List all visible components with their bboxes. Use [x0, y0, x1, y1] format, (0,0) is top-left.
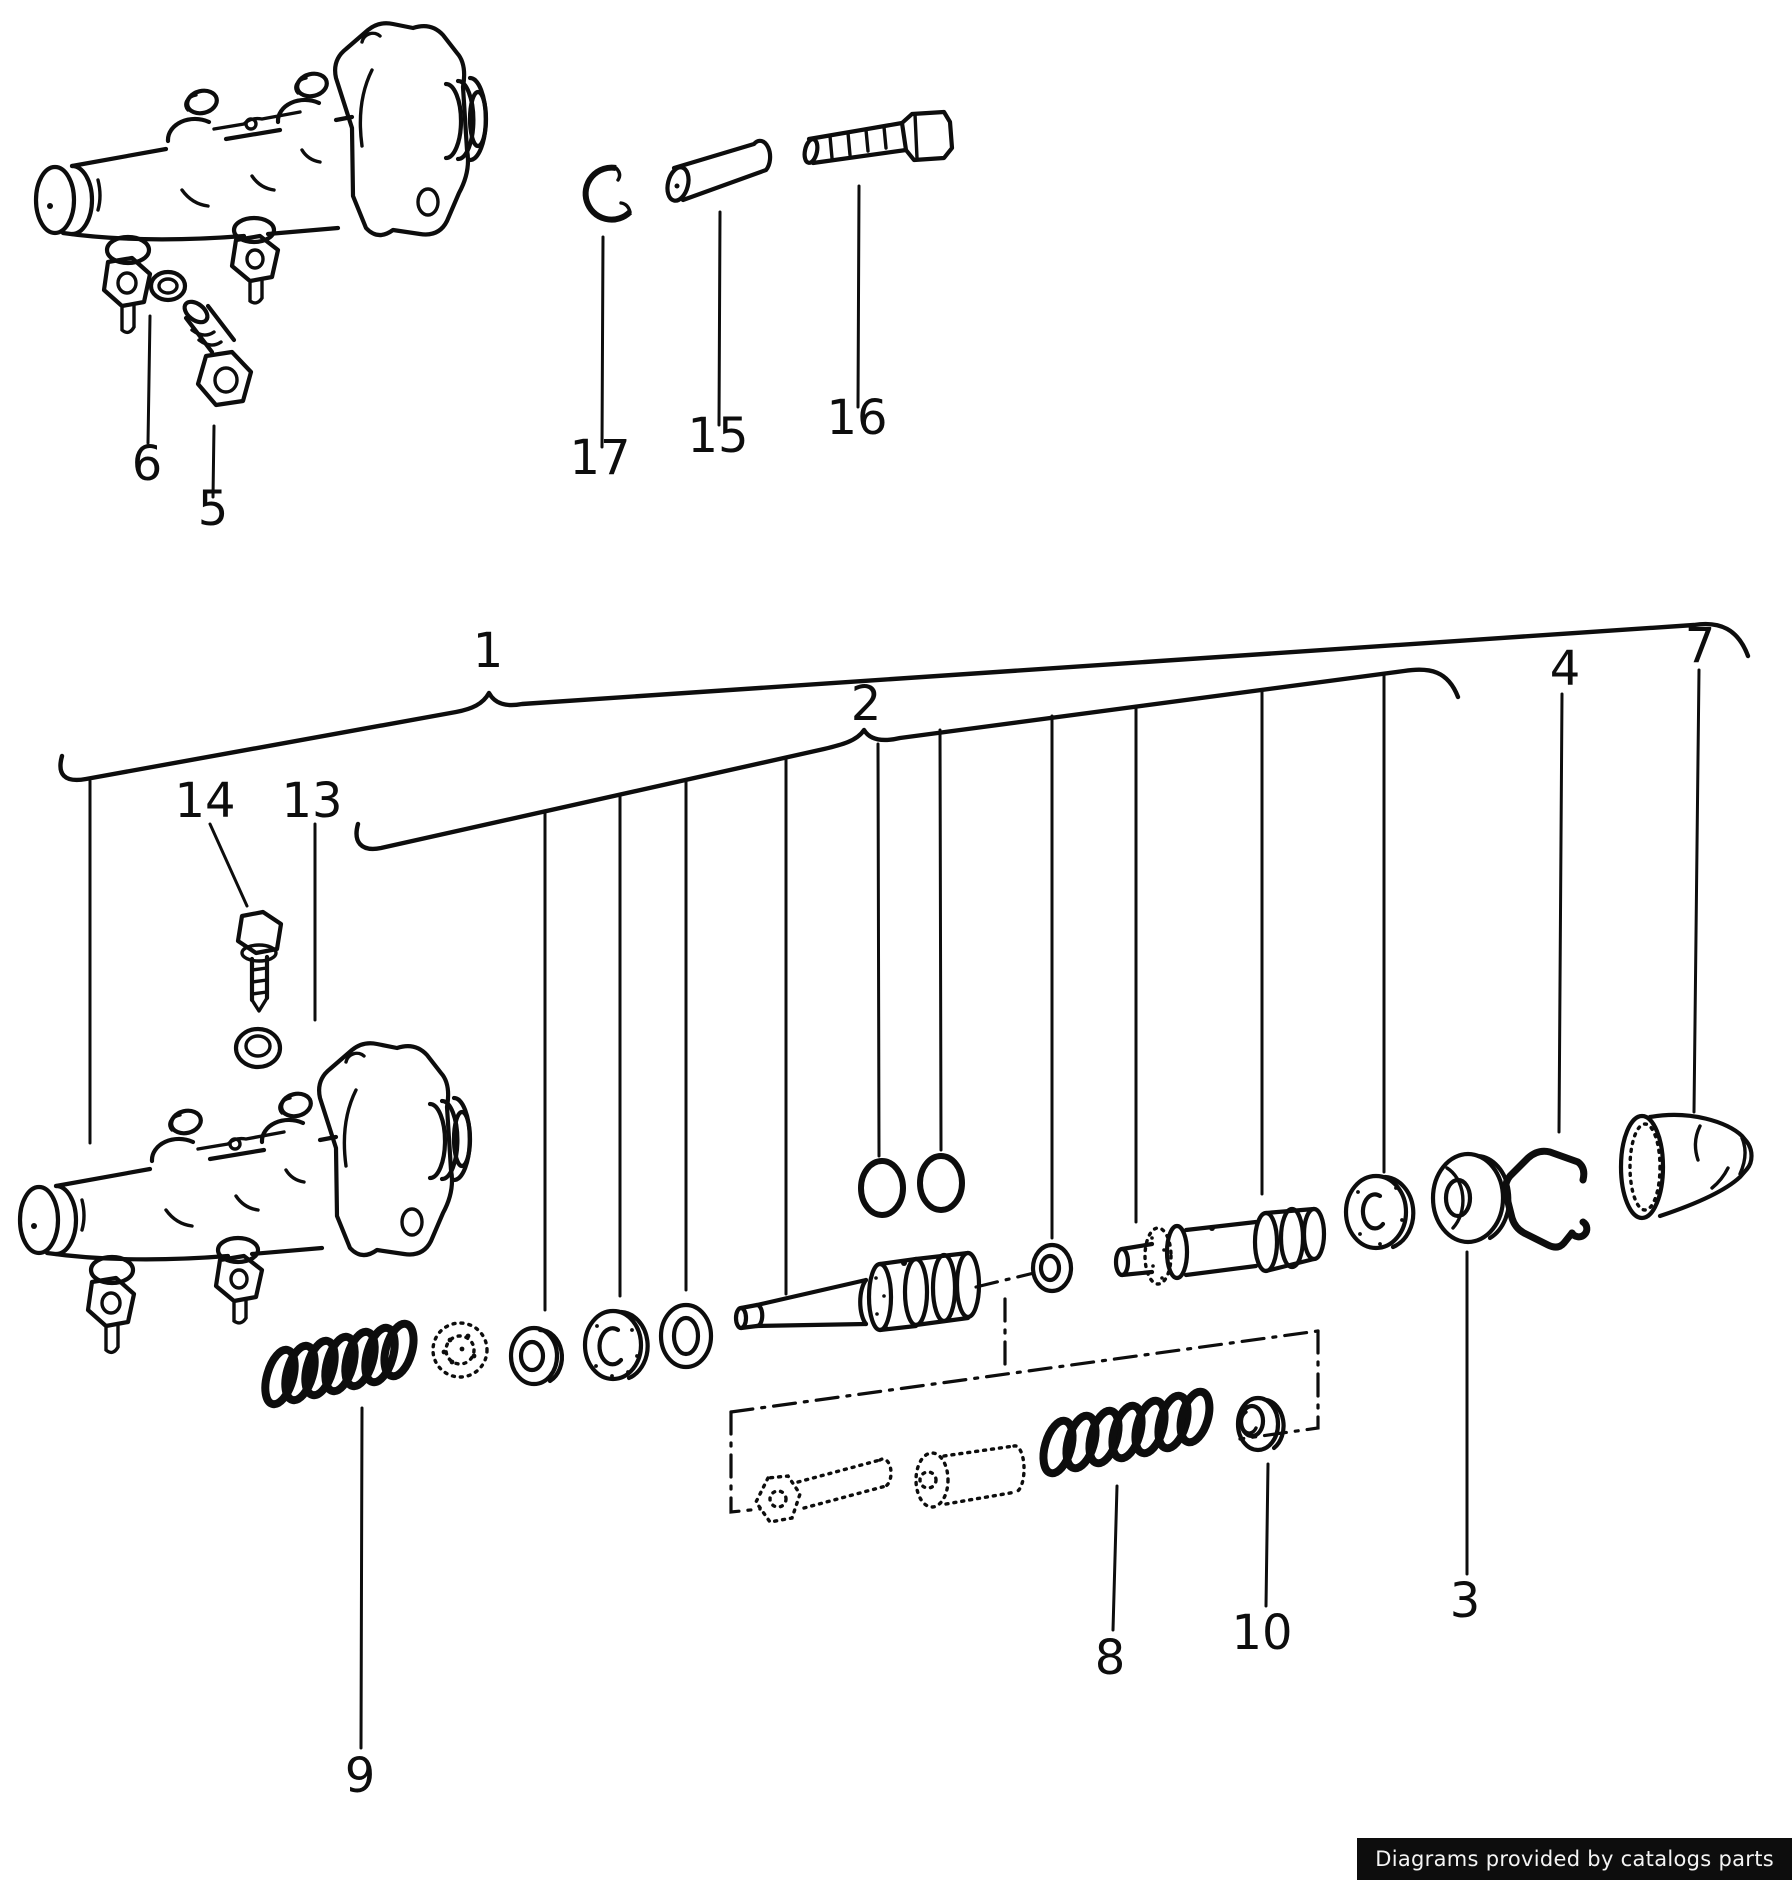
washer-ring-b — [658, 1302, 714, 1370]
brace-group-2 — [354, 667, 1461, 852]
master-cylinder-upper — [36, 23, 486, 499]
bolt-part-16 — [802, 109, 955, 166]
leader-5 — [211, 424, 216, 499]
watermark-bar: Diagrams provided by catalogs parts — [1357, 1838, 1792, 1880]
leader-14 — [208, 822, 249, 908]
primary-piston — [733, 1250, 982, 1333]
secondary-piston — [1113, 1206, 1327, 1286]
leader-4 — [1557, 692, 1564, 1134]
callout-2: 2 — [851, 676, 882, 732]
callout-9: 9 — [345, 1748, 376, 1804]
hidden-valve-part-a — [754, 1457, 893, 1524]
callout-5: 5 — [198, 481, 229, 537]
washer-part-13 — [233, 1026, 283, 1070]
nut-part-10 — [1235, 1395, 1286, 1453]
leader-6 — [146, 314, 152, 445]
callout-7: 7 — [1685, 618, 1716, 674]
hex-plug-part-5 — [182, 299, 254, 408]
kit-leaders — [88, 668, 1701, 1312]
boot-part-7 — [1618, 1112, 1754, 1221]
seal-washer-part-6 — [148, 269, 188, 303]
callout-4: 4 — [1550, 641, 1581, 697]
callout-15: 15 — [687, 408, 748, 464]
leader-17 — [600, 235, 605, 449]
callout-14: 14 — [174, 773, 235, 829]
pin-part-15 — [665, 138, 773, 203]
callout-1: 1 — [473, 623, 504, 679]
callout-13: 13 — [281, 773, 342, 829]
master-cylinder-lower — [20, 1043, 470, 1352]
stop-washer-part-3 — [1430, 1151, 1512, 1245]
callout-10: 10 — [1231, 1605, 1292, 1661]
hidden-valve-part-b — [914, 1444, 1026, 1509]
brace-group-1 — [58, 621, 1751, 783]
leader-9 — [359, 1406, 364, 1750]
washer-ring-c — [1030, 1242, 1074, 1294]
leader-10 — [1264, 1462, 1270, 1608]
kit-outline-box — [729, 1271, 1320, 1514]
callout-8: 8 — [1095, 1630, 1126, 1686]
leader-7 — [1692, 668, 1701, 1114]
callout-labels: 1 2 3 4 56 7 8 9 10 13 14 15 16 17 — [132, 390, 1716, 1804]
leader-15 — [717, 210, 722, 427]
leader-16 — [856, 184, 861, 409]
circlip-part-4 — [1502, 1147, 1591, 1251]
callout-3: 3 — [1450, 1573, 1481, 1629]
callout-17: 17 — [569, 430, 630, 486]
o-ring-1 — [858, 1158, 906, 1218]
seal-ring-b — [1343, 1173, 1416, 1251]
seal-ring-a — [582, 1308, 650, 1382]
circlip-part-17 — [582, 164, 633, 223]
callout-16: 16 — [826, 390, 887, 446]
o-ring-2 — [917, 1153, 965, 1213]
callout-6: 6 — [132, 436, 163, 492]
spring-part-9 — [261, 1319, 418, 1409]
dotted-disc — [431, 1321, 489, 1379]
watermark-text: Diagrams provided by catalogs parts — [1375, 1847, 1774, 1871]
spring-part-8 — [1039, 1387, 1214, 1478]
washer-ring-a — [508, 1325, 565, 1387]
leader-8 — [1111, 1484, 1119, 1632]
bolt-part-14 — [235, 909, 284, 1013]
